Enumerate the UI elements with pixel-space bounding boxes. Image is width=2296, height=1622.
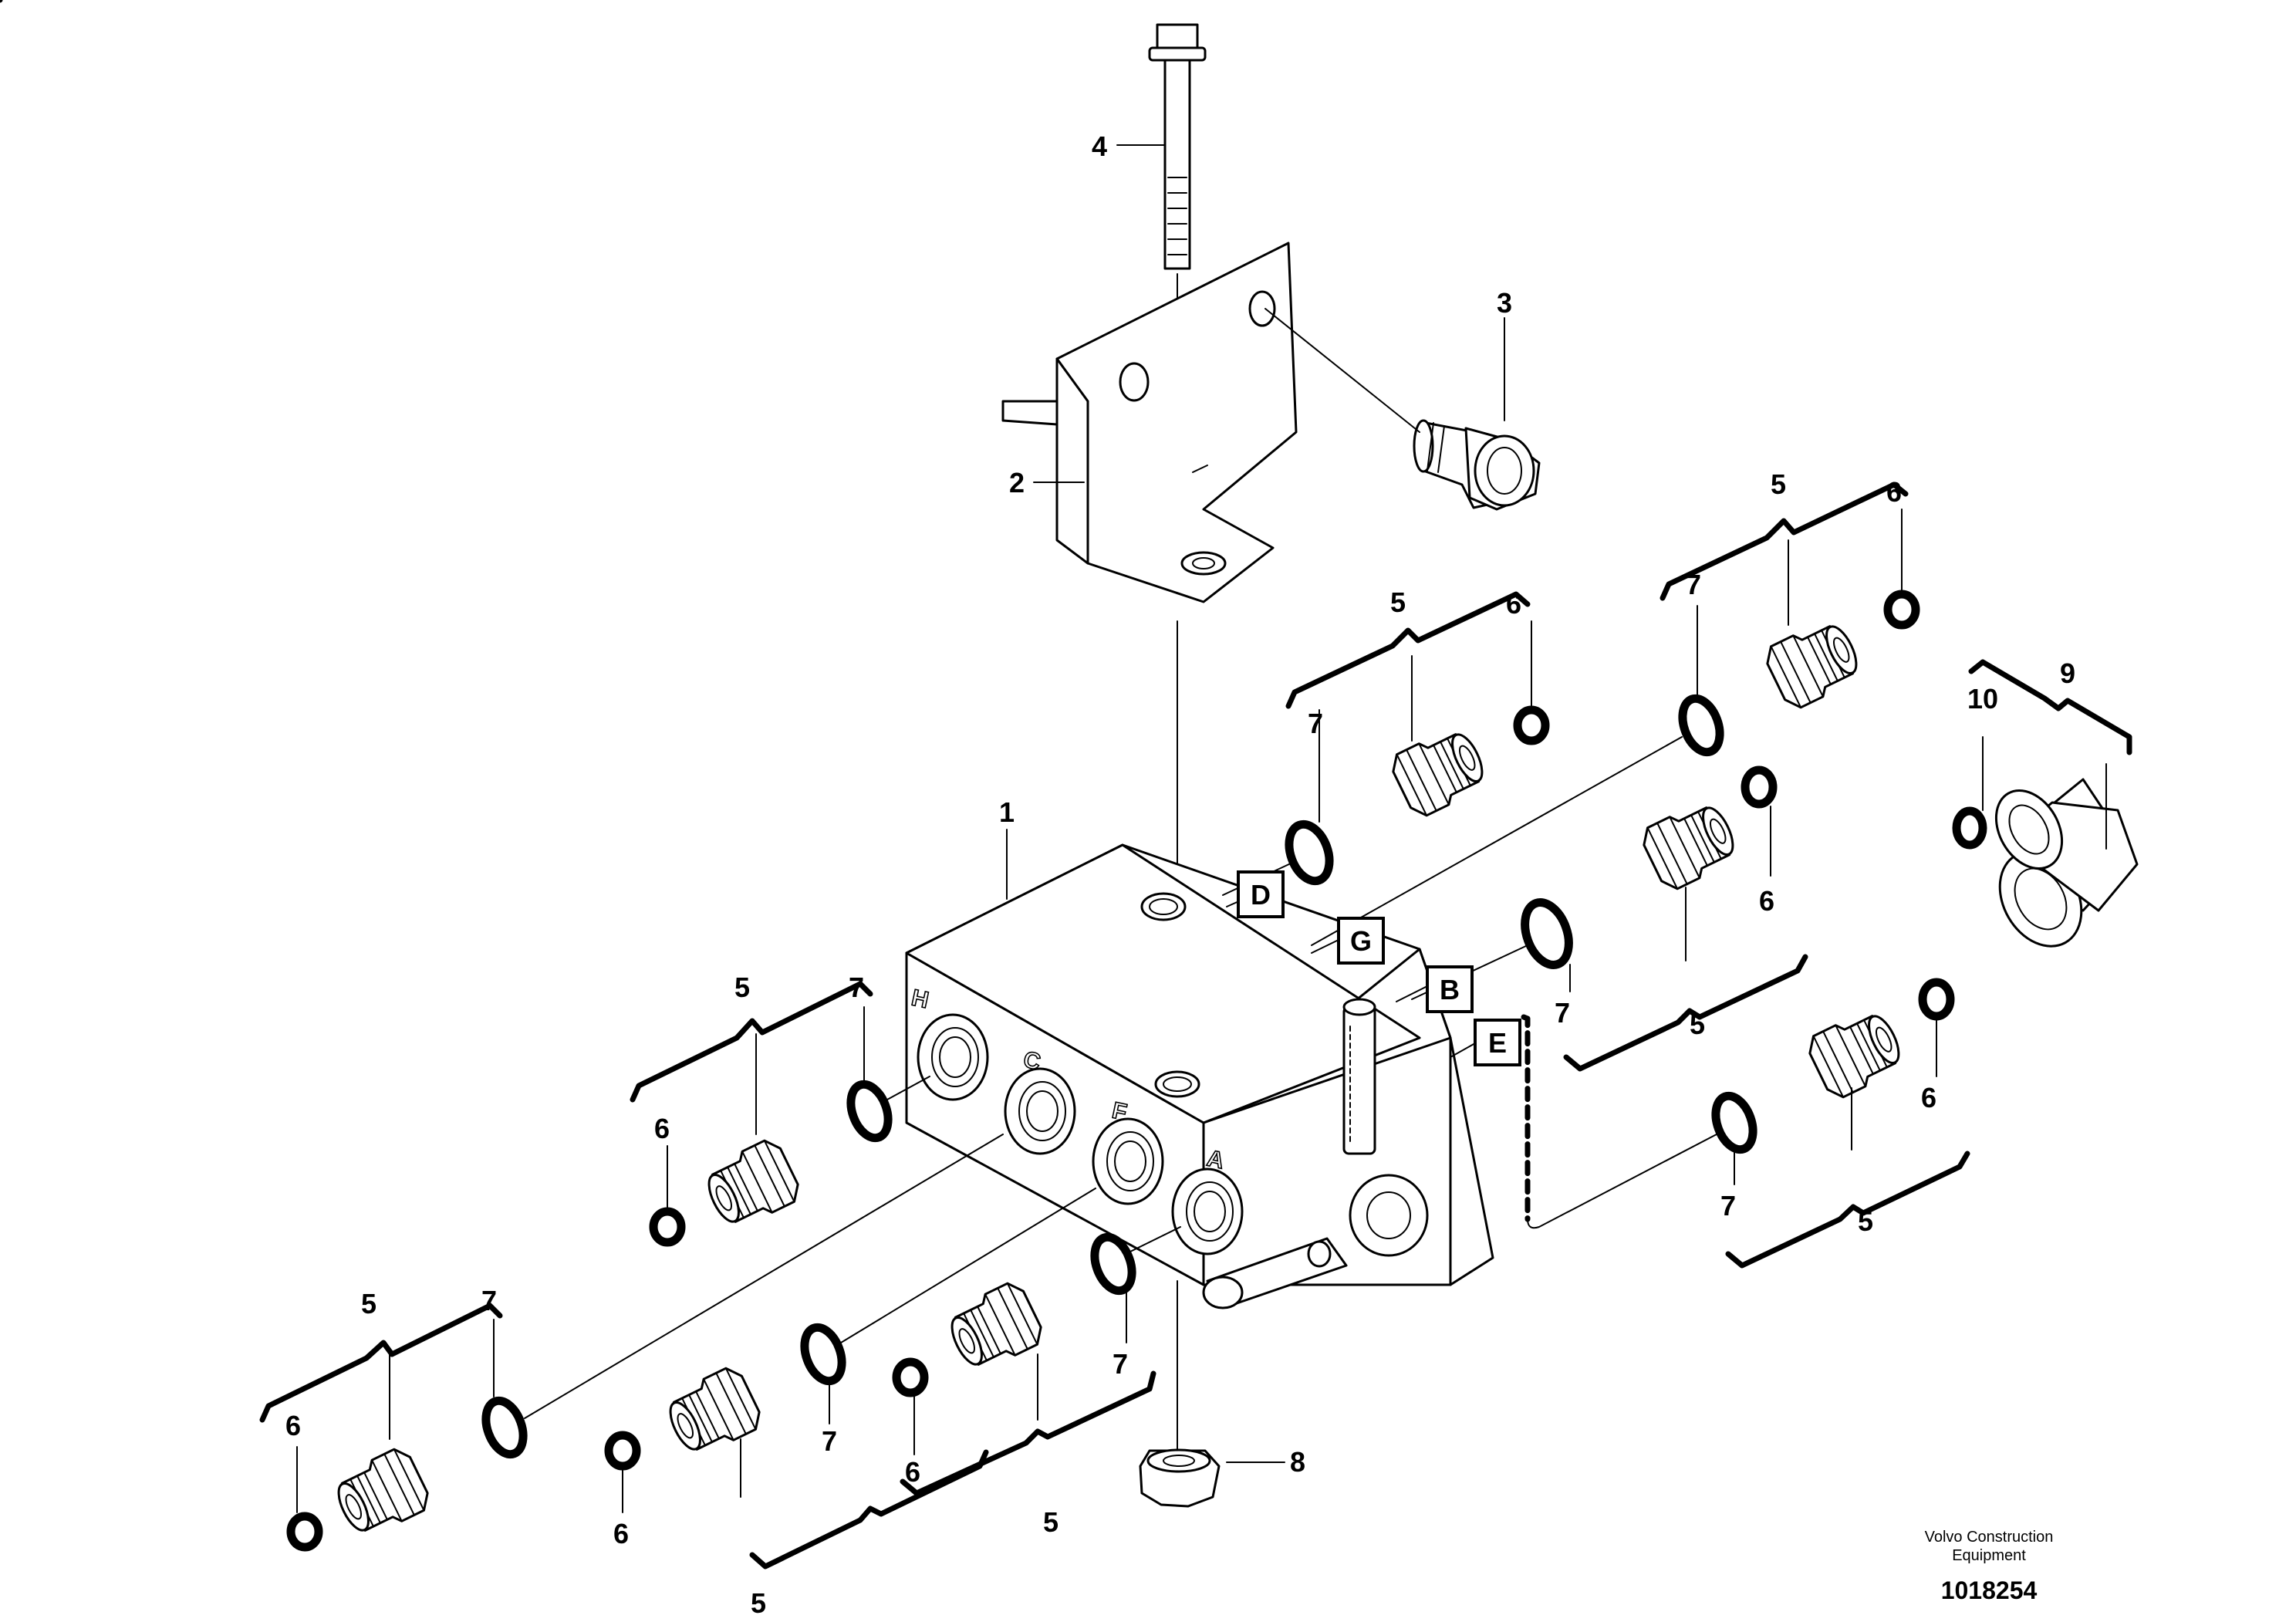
port-box-b: B	[1426, 965, 1474, 1013]
fitting-group-left-upper	[630, 981, 893, 1247]
callout-8: 8	[1290, 1446, 1305, 1478]
o-ring-part-10	[1952, 806, 1987, 850]
svg-text:B: B	[1440, 974, 1460, 1005]
svg-text:E: E	[1488, 1027, 1507, 1059]
brand-line-2: Equipment	[1952, 1547, 2026, 1564]
bolt-part-3	[1413, 419, 1541, 511]
callout-7: 7	[1720, 1190, 1736, 1222]
callout-6: 6	[1886, 476, 1902, 508]
port-box-e: E	[1474, 1019, 1521, 1066]
fitting-group-bottom-left	[259, 1303, 528, 1552]
callout-6: 6	[654, 1113, 670, 1144]
brand-line-1: Volvo Construction	[1925, 1529, 2054, 1546]
leader-line	[1264, 308, 1420, 433]
fitting-group-top-center	[1285, 591, 1550, 886]
callout-5: 5	[1390, 586, 1406, 618]
callout-10: 10	[1967, 683, 1998, 715]
callout-5: 5	[361, 1288, 376, 1320]
callout-5: 5	[751, 1587, 766, 1619]
callout-6: 6	[1759, 885, 1774, 917]
bracket-part-2	[1001, 242, 1298, 603]
callout-7: 7	[1555, 997, 1570, 1029]
callout-3: 3	[1497, 287, 1512, 319]
callout-6: 6	[1506, 588, 1521, 620]
bolt-part-4	[1148, 23, 1207, 270]
callout-6: 6	[285, 1410, 301, 1441]
callout-7: 7	[481, 1285, 497, 1316]
svg-text:G: G	[1350, 925, 1372, 957]
callout-5: 5	[734, 972, 750, 1003]
callout-7: 7	[822, 1425, 837, 1457]
fitting-group-bottom-right	[1711, 978, 1970, 1269]
callout-1: 1	[999, 796, 1015, 828]
callout-5: 5	[1771, 468, 1786, 500]
port-box-d: D	[1237, 870, 1285, 918]
callout-2: 2	[1009, 467, 1025, 498]
callout-6: 6	[613, 1518, 629, 1549]
callout-5: 5	[1690, 1009, 1705, 1040]
fitting-group-bottom-center-left	[604, 1323, 989, 1570]
fitting-group-bottom-center	[892, 1232, 1156, 1496]
svg-text:D: D	[1251, 879, 1271, 911]
callout-5: 5	[1043, 1506, 1059, 1538]
callout-5: 5	[1858, 1205, 1873, 1237]
nut-part-8	[1139, 1448, 1221, 1508]
fitting-group-top-right	[1660, 482, 1920, 757]
callout-9: 9	[2060, 657, 2075, 689]
elbow-fitting-part-9	[1968, 659, 2139, 948]
callout-7: 7	[1308, 708, 1323, 739]
callout-6: 6	[905, 1456, 920, 1488]
callout-4: 4	[1092, 130, 1107, 162]
callout-7: 7	[849, 972, 864, 1003]
document-number: 1018254	[1941, 1576, 2038, 1604]
callout-7: 7	[1686, 569, 1701, 600]
callout-6: 6	[1921, 1082, 1936, 1113]
valve-block-part-1	[905, 843, 1494, 1309]
port-box-g: G	[1337, 917, 1385, 965]
label-leaders	[296, 144, 2107, 1513]
fitting-group-middle-right	[1521, 765, 1808, 1072]
callout-7: 7	[1113, 1348, 1128, 1380]
